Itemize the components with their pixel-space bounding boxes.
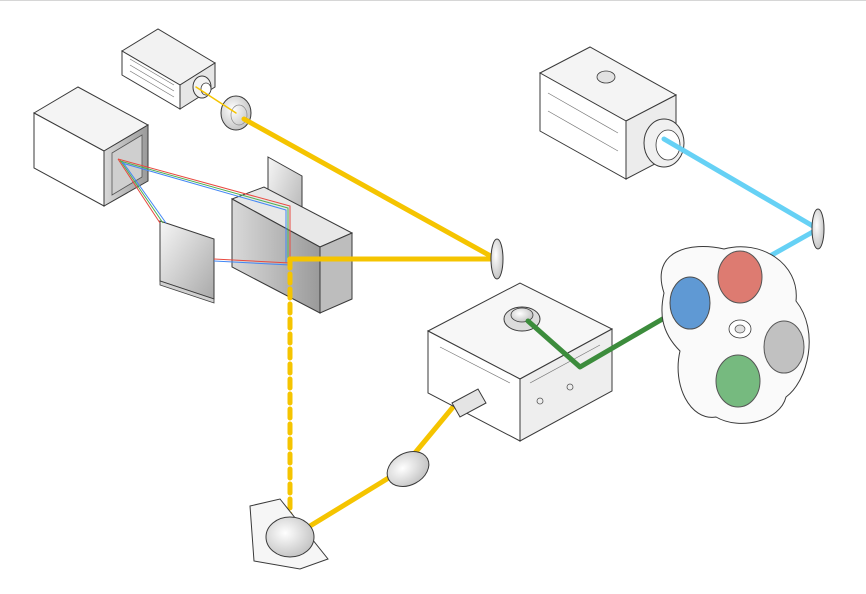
grating-plate-icon (159, 220, 215, 304)
laser-camera-icon (121, 28, 216, 110)
mirror-icon (249, 498, 329, 570)
filter-wheel-icon (660, 246, 810, 424)
lens-icon (386, 450, 430, 488)
spectrometer-box-icon (32, 86, 150, 207)
prism-icon (230, 186, 354, 314)
microscope-stage-icon (426, 282, 614, 442)
emission-beam (525, 300, 693, 370)
camera-icon (538, 46, 685, 180)
spectral-rays (117, 158, 291, 266)
mirror-icon (811, 208, 825, 250)
mirror-icon (490, 238, 504, 280)
